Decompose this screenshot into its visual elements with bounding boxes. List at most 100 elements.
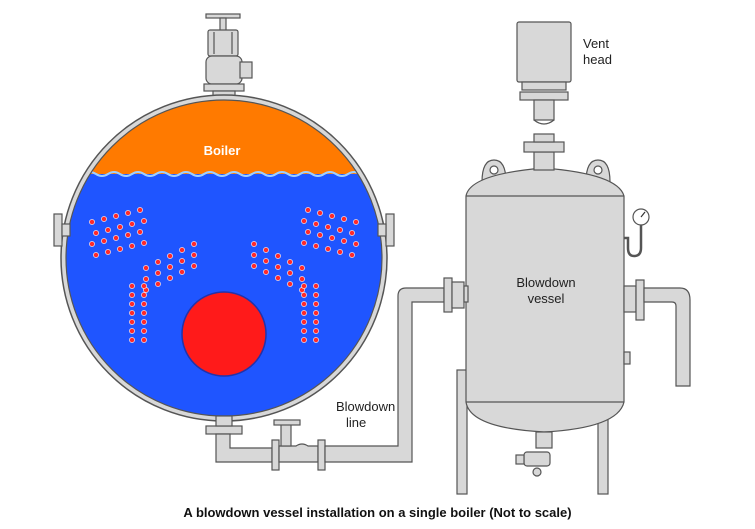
bubble — [141, 328, 147, 334]
pressure-gauge-icon — [624, 208, 650, 258]
bubble — [341, 216, 347, 222]
bubble — [251, 263, 257, 269]
bubble — [301, 337, 307, 343]
bubble — [137, 229, 143, 235]
bubble — [129, 337, 135, 343]
vent-head-label-line1: Vent — [583, 36, 609, 51]
bubble — [101, 216, 107, 222]
bubble — [129, 301, 135, 307]
bubble — [143, 276, 149, 282]
bubble — [137, 207, 143, 213]
bubble — [263, 247, 269, 253]
furnace-tube — [181, 291, 267, 377]
bubble — [93, 230, 99, 236]
boiler-side-flanges — [53, 213, 395, 247]
blowdown-line-pipe — [205, 277, 465, 471]
bubble — [301, 328, 307, 334]
bubble — [299, 265, 305, 271]
bubble — [353, 241, 359, 247]
figure-caption: A blowdown vessel installation on a sing… — [183, 505, 572, 520]
bubble — [129, 243, 135, 249]
gate-valve-icon — [205, 13, 241, 19]
bubble — [141, 240, 147, 246]
bubble — [287, 270, 293, 276]
bubble — [155, 259, 161, 265]
bubble — [301, 240, 307, 246]
bubble — [299, 276, 305, 282]
boiler-top-valve — [203, 13, 253, 104]
bubble — [275, 275, 281, 281]
bubble — [313, 328, 319, 334]
bubble — [301, 292, 307, 298]
bubble — [301, 218, 307, 224]
bubble — [251, 252, 257, 258]
bubble — [349, 230, 355, 236]
bubble — [287, 281, 293, 287]
bubble — [251, 241, 257, 247]
bubble — [337, 249, 343, 255]
vent-head — [516, 21, 572, 125]
bubble — [179, 269, 185, 275]
bubble — [141, 319, 147, 325]
blowdown-vessel-label-line2: vessel — [528, 291, 565, 306]
bubble — [353, 219, 359, 225]
bubble — [313, 292, 319, 298]
bubble — [263, 258, 269, 264]
bubble — [155, 270, 161, 276]
bubble — [113, 235, 119, 241]
steam-bubbles — [89, 207, 359, 343]
bubble — [141, 283, 147, 289]
bubble — [287, 259, 293, 265]
bubble — [129, 283, 135, 289]
bubble — [143, 265, 149, 271]
bubble — [301, 319, 307, 325]
bubble — [105, 227, 111, 233]
bubble — [313, 337, 319, 343]
bubble — [89, 219, 95, 225]
bubble — [125, 232, 131, 238]
bubble — [117, 246, 123, 252]
bubble — [141, 292, 147, 298]
bubble — [349, 252, 355, 258]
blowdown-vessel — [456, 133, 691, 495]
bubble — [155, 281, 161, 287]
blowdown-vessel-label-line1: Blowdown — [516, 275, 575, 290]
drain-valve-icon — [515, 451, 551, 477]
boiler-steam-space — [66, 100, 382, 174]
bubble — [179, 258, 185, 264]
bubble — [301, 283, 307, 289]
bubble — [337, 227, 343, 233]
bubble — [129, 221, 135, 227]
bubble — [313, 283, 319, 289]
bubble — [305, 229, 311, 235]
vent-head-label-line2: head — [583, 52, 612, 67]
bubble — [313, 301, 319, 307]
bubble — [275, 253, 281, 259]
bubble — [117, 224, 123, 230]
bubble — [129, 292, 135, 298]
bubble — [89, 241, 95, 247]
bubble — [129, 310, 135, 316]
bubble — [141, 218, 147, 224]
bubble — [313, 221, 319, 227]
bubble — [105, 249, 111, 255]
bubble — [167, 253, 173, 259]
bubble — [125, 210, 131, 216]
bubble — [93, 252, 99, 258]
bubble — [167, 275, 173, 281]
bubble — [167, 264, 173, 270]
bubble — [141, 301, 147, 307]
blowdown-line-label-line1: Blowdown — [336, 399, 395, 414]
bubble — [341, 238, 347, 244]
bubble — [179, 247, 185, 253]
bubble — [275, 264, 281, 270]
bubble — [317, 232, 323, 238]
bubble — [313, 310, 319, 316]
bubble — [191, 263, 197, 269]
bubble — [313, 319, 319, 325]
bubble — [141, 310, 147, 316]
bubble — [329, 235, 335, 241]
bubble — [141, 337, 147, 343]
boiler-label: Boiler — [204, 143, 241, 158]
